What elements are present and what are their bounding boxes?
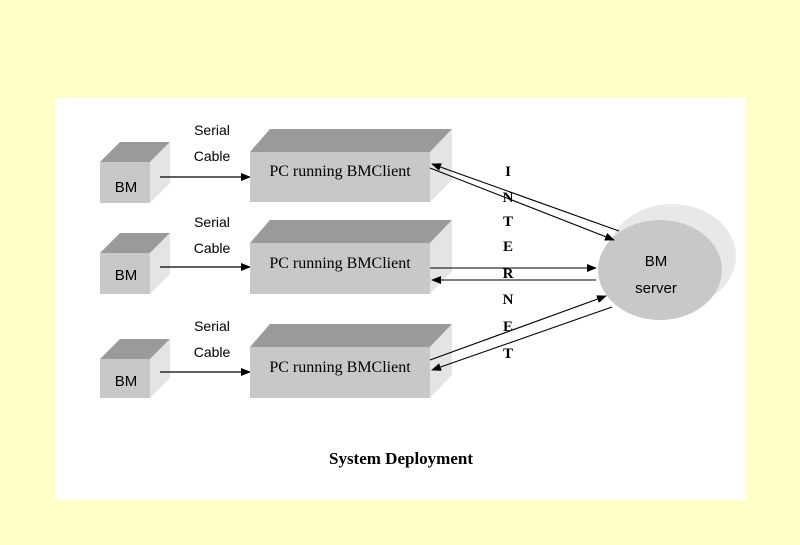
row-2: BM Serial Cable PC running BMClient: [100, 214, 452, 294]
serial-cable-label-line1: Serial: [194, 122, 230, 138]
bm-device-label: BM: [115, 267, 138, 284]
bm-device-2: BM: [100, 233, 170, 294]
pc-client-1: PC running BMClient: [250, 129, 452, 202]
server-label-line1: BM: [645, 253, 668, 270]
system-deployment-diagram: BM Serial Cable PC running BMClient BM S…: [100, 122, 736, 468]
internet-letter: T: [503, 214, 513, 230]
internet-letter: I: [505, 164, 511, 180]
serial-cable-label-line1: Serial: [194, 214, 230, 230]
bm-device-3: BM: [100, 339, 170, 398]
internet-letter: E: [503, 239, 513, 255]
bm-server: BM server: [598, 204, 736, 320]
internet-letter: N: [503, 292, 514, 308]
serial-cable-label-line2: Cable: [194, 240, 231, 256]
server-to-pc3-arrow: [431, 306, 613, 371]
bm-device-label: BM: [115, 373, 138, 390]
internet-letter: R: [503, 266, 514, 282]
pc-client-label: PC running BMClient: [269, 163, 411, 180]
serial-cable-label-line2: Cable: [194, 344, 231, 360]
internet-letter: E: [503, 319, 513, 335]
pc3-to-server-arrow: [429, 295, 607, 361]
internet-label: I N T E R N E T: [503, 164, 514, 362]
diagram-panel: BM Serial Cable PC running BMClient BM S…: [56, 98, 746, 500]
row-1: BM Serial Cable PC running BMClient: [100, 122, 452, 203]
internet-connections: [429, 163, 620, 371]
pc-client-label: PC running BMClient: [269, 255, 411, 272]
pc-client-3: PC running BMClient: [250, 324, 452, 398]
serial-cable-label-line2: Cable: [194, 148, 231, 164]
server-to-pc1-arrow: [431, 163, 620, 232]
internet-letter: T: [503, 346, 513, 362]
diagram-caption: System Deployment: [329, 449, 473, 468]
bm-device-label: BM: [115, 179, 138, 196]
pc-client-2: PC running BMClient: [250, 220, 452, 294]
row-3: BM Serial Cable PC running BMClient: [100, 318, 452, 398]
bm-device-1: BM: [100, 142, 170, 203]
server-label-line2: server: [635, 280, 677, 297]
pc-client-label: PC running BMClient: [269, 359, 411, 376]
serial-cable-label-line1: Serial: [194, 318, 230, 334]
pc1-to-server-arrow: [429, 167, 615, 241]
